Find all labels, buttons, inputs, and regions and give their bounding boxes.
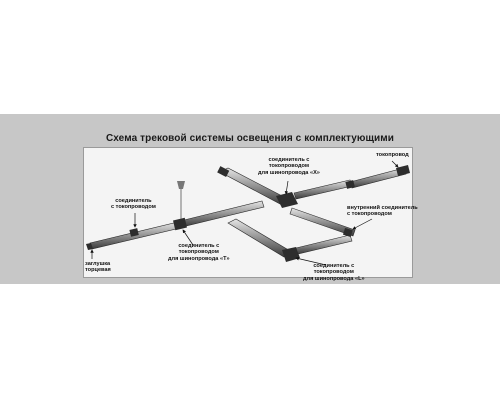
label-current-feed: токопровод <box>376 152 409 158</box>
label-l-connector-line1: соединитель с <box>313 263 355 269</box>
label-end-cap-line2: торцевая <box>85 267 111 274</box>
end-cap <box>86 243 93 250</box>
rail-segment-l-right <box>295 234 353 255</box>
straight-connector-right-shape <box>345 180 355 189</box>
rail-segment-x-lower-right <box>289 207 356 237</box>
diagram-panel <box>83 147 413 278</box>
label-inner-connector: внутренний соединитель с токопроводом <box>347 205 418 218</box>
label-x-connector: соединитель с токопроводом для шинопрово… <box>258 157 320 176</box>
straight-connector-shape <box>129 228 139 237</box>
current-feed-shape <box>396 165 410 176</box>
t-connector-shape <box>173 217 187 231</box>
label-x-connector-line1: соединитель с <box>268 157 310 163</box>
label-t-connector-line3: для шинопровода «T» <box>168 255 230 262</box>
label-current-feed-line1: токопровод <box>376 152 409 158</box>
x-connector-shape <box>276 192 298 208</box>
label-straight-connector-line2: с токопроводом <box>111 204 156 211</box>
label-x-connector-line3: для шинопровода «X» <box>258 169 320 176</box>
diagram-title: Схема трековой системы освещения с компл… <box>105 133 395 144</box>
rail-segment-x-right <box>293 179 353 200</box>
label-straight-connector-line1: соединитель <box>115 198 152 204</box>
rail-end-top <box>217 166 230 177</box>
label-l-connector: соединитель с токопроводом для шинопрово… <box>303 263 365 282</box>
label-t-connector: соединитель с токопроводом для шинопрово… <box>168 243 230 262</box>
label-arrows <box>90 160 399 266</box>
label-l-connector-line3: для шинопровода «L» <box>303 275 365 282</box>
label-inner-connector-line1: внутренний соединитель <box>347 205 418 211</box>
label-straight-connector: соединитель с токопроводом <box>111 198 156 211</box>
label-end-cap: заглушка торцевая <box>85 261 111 274</box>
label-t-connector-line1: соединитель с <box>178 243 220 249</box>
label-inner-connector-line2: с токопроводом <box>347 211 392 218</box>
label-end-cap-line1: заглушка <box>85 261 111 267</box>
rail-segment-lower-diagonal <box>227 218 293 258</box>
inner-connector-shape <box>342 227 353 238</box>
label-x-connector-line2: токопроводом <box>268 163 310 170</box>
label-l-connector-line2: токопроводом <box>313 269 354 276</box>
label-t-connector-line2: токопроводом <box>178 249 219 256</box>
pendant-hanger <box>177 181 185 219</box>
rail-segment-t-to-center <box>179 200 265 228</box>
